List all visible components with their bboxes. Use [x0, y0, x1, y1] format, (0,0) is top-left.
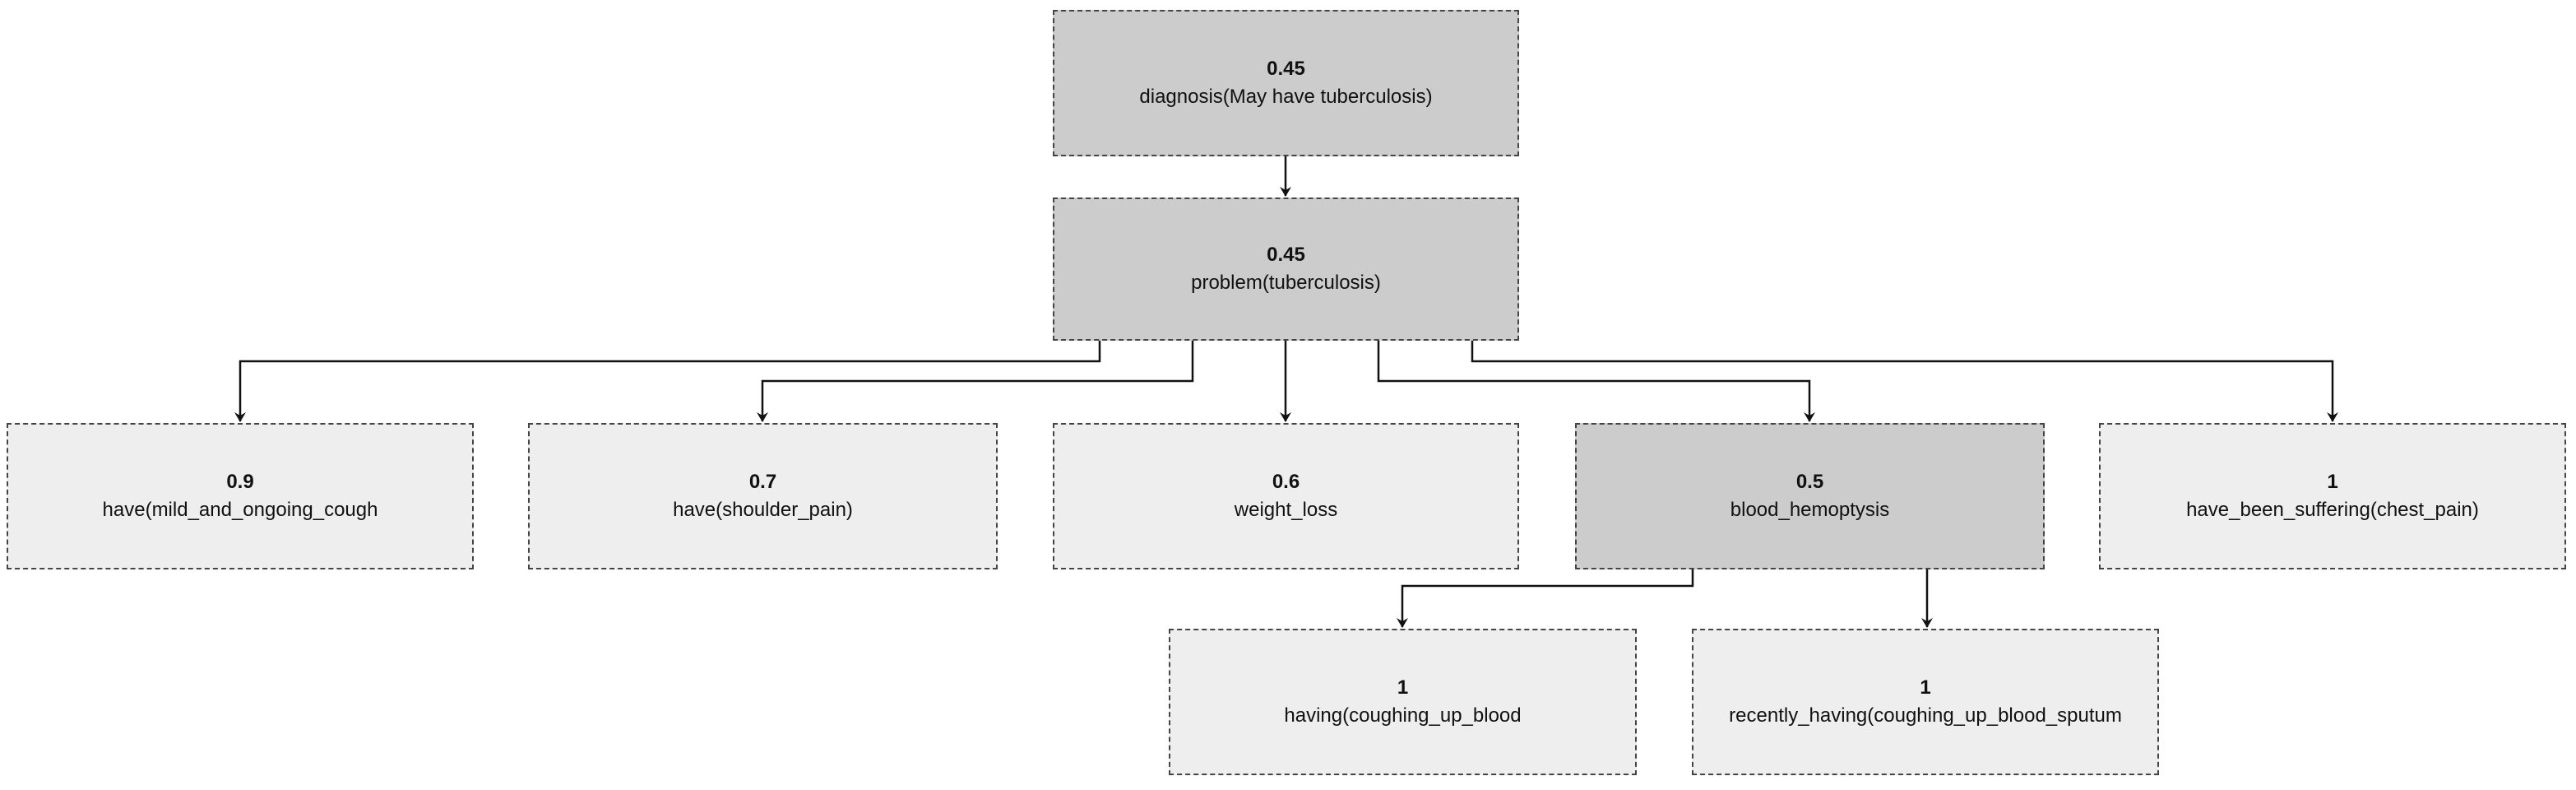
node-label: weight_loss — [1234, 499, 1338, 521]
node-label: have_been_suffering(chest_pain) — [2186, 499, 2479, 521]
edge-problem-to-shoulder — [757, 341, 1194, 422]
node-label: recently_having(coughing_up_blood_sputum — [1729, 704, 2122, 727]
node-score: 0.45 — [1267, 58, 1305, 80]
node-label: have(shoulder_pain) — [673, 499, 853, 521]
node-diagnosis[interactable]: 0.45 diagnosis(May have tuberculosis) — [1053, 10, 1519, 156]
node-score: 0.9 — [226, 471, 254, 493]
node-chest-pain[interactable]: 1 have_been_suffering(chest_pain) — [2099, 423, 2566, 569]
node-coughing-up-blood-sputum[interactable]: 1 recently_having(coughing_up_blood_sput… — [1692, 629, 2159, 775]
node-weight-loss[interactable]: 0.6 weight_loss — [1053, 423, 1519, 569]
node-label: blood_hemoptysis — [1730, 499, 1890, 521]
edge-blood-to-coughing_blood — [1397, 569, 1694, 628]
node-coughing-up-blood[interactable]: 1 having(coughing_up_blood — [1169, 629, 1637, 775]
edge-problem-to-chest — [1471, 341, 2338, 422]
node-score: 0.6 — [1272, 471, 1300, 493]
node-score: 0.7 — [748, 471, 777, 493]
node-score: 1 — [1920, 676, 1931, 699]
node-score: 0.5 — [1795, 471, 1824, 493]
node-problem[interactable]: 0.45 problem(tuberculosis) — [1053, 198, 1519, 341]
node-score: 1 — [1397, 676, 1409, 699]
node-score: 0.45 — [1267, 244, 1305, 266]
node-shoulder-pain[interactable]: 0.7 have(shoulder_pain) — [528, 423, 998, 569]
node-label: having(coughing_up_blood — [1284, 704, 1522, 727]
node-blood-hemoptysis[interactable]: 0.5 blood_hemoptysis — [1575, 423, 2045, 569]
node-score: 1 — [2327, 471, 2338, 493]
node-label: problem(tuberculosis) — [1191, 272, 1381, 294]
edge-problem-to-blood — [1377, 341, 1815, 422]
edge-problem-to-cough — [234, 341, 1101, 422]
node-label: diagnosis(May have tuberculosis) — [1139, 86, 1433, 108]
node-mild-ongoing-cough[interactable]: 0.9 have(mild_and_ongoing_cough — [7, 423, 474, 569]
node-label: have(mild_and_ongoing_cough — [102, 499, 378, 521]
